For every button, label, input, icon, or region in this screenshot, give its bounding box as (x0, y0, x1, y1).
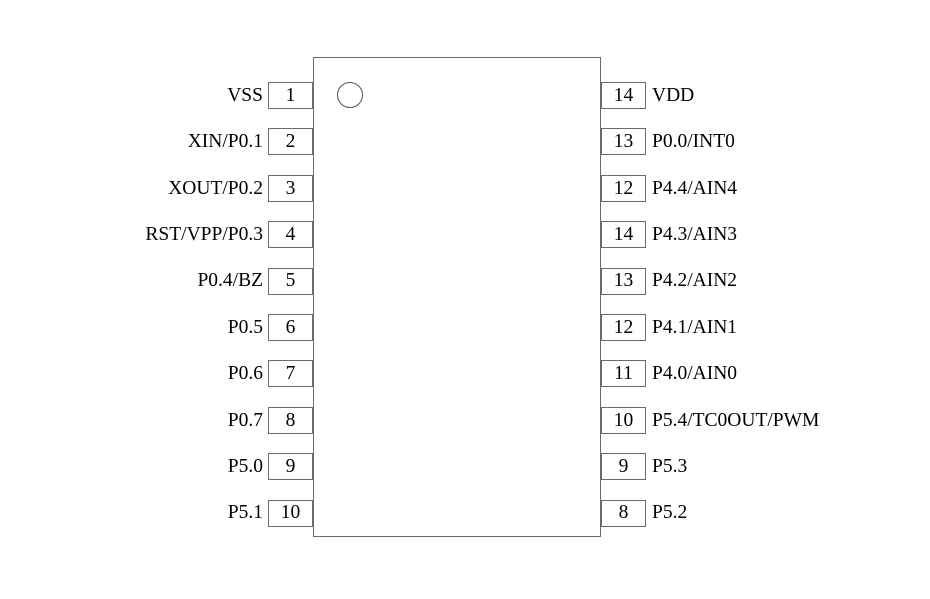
pin-number-box: 12 (601, 314, 646, 341)
pin-number-box: 11 (601, 360, 646, 388)
pin-label: P5.0 (227, 455, 263, 477)
pin-label: VDD (652, 84, 695, 106)
pin-label: P0.6 (227, 363, 263, 385)
pin-label: P0.5 (227, 316, 263, 338)
pin-label: P4.1/AIN1 (652, 316, 738, 338)
pin-row: 12 P4.4/AIN4 (601, 174, 930, 202)
pin-number-box: 3 (268, 174, 313, 202)
pin-number-box: 10 (268, 499, 313, 527)
pin-label: P5.1 (227, 502, 263, 524)
pin-label: P0.0/INT0 (652, 131, 735, 153)
pin-number-box: 10 (601, 406, 646, 434)
pin-label: P0.4/BZ (197, 270, 263, 292)
pin-row: 11 P4.0/AIN0 (601, 360, 930, 388)
pin-label: P4.2/AIN2 (652, 270, 738, 292)
pin-number-box: 13 (601, 267, 646, 295)
pin-row: 13 P4.2/AIN2 (601, 267, 930, 295)
pin-label: P4.3/AIN3 (652, 223, 738, 245)
pin-number-box: 8 (268, 406, 313, 434)
pin-label: RST/VPP/P0.3 (145, 223, 263, 245)
pin-number-box: 9 (268, 453, 313, 481)
pin-row: 13 P0.0/INT0 (601, 128, 930, 156)
pin-number-box: 12 (601, 174, 646, 202)
pin-label: P0.7 (227, 409, 263, 431)
pin-number-box: 6 (268, 314, 313, 341)
pin-number-box: 14 (601, 82, 646, 109)
pin-number-box: 4 (268, 221, 313, 249)
pin-number-box: 13 (601, 128, 646, 156)
pin-number-box: 9 (601, 453, 646, 481)
pin-label: P5.2 (652, 502, 688, 524)
pin-number-box: 8 (601, 499, 646, 527)
pin-number-box: 5 (268, 267, 313, 295)
pin1-circle-marker (337, 82, 363, 108)
pin-row: 14 P4.3/AIN3 (601, 221, 930, 249)
pin-label: VSS (227, 84, 263, 106)
pin-label: XIN/P0.1 (187, 131, 263, 153)
pin-label: P5.3 (652, 455, 688, 477)
pin-number-box: 2 (268, 128, 313, 156)
pin-label: P4.0/AIN0 (652, 363, 738, 385)
pin-row: 12 P4.1/AIN1 (601, 314, 930, 341)
pin-label: P5.4/TC0OUT/PWM (652, 409, 820, 431)
chip-body-outline (313, 57, 601, 537)
pin-number-box: 14 (601, 221, 646, 249)
pin-row: 8 P5.2 (601, 499, 930, 527)
pin-number-box: 1 (268, 82, 313, 109)
pin-number-box: 7 (268, 360, 313, 388)
pin-label: P4.4/AIN4 (652, 177, 738, 199)
pin-row: 14 VDD (601, 82, 930, 109)
pin-row: 9 P5.3 (601, 453, 930, 481)
pin-label: XOUT/P0.2 (168, 177, 263, 199)
pin-row: 10 P5.4/TC0OUT/PWM (601, 406, 930, 434)
